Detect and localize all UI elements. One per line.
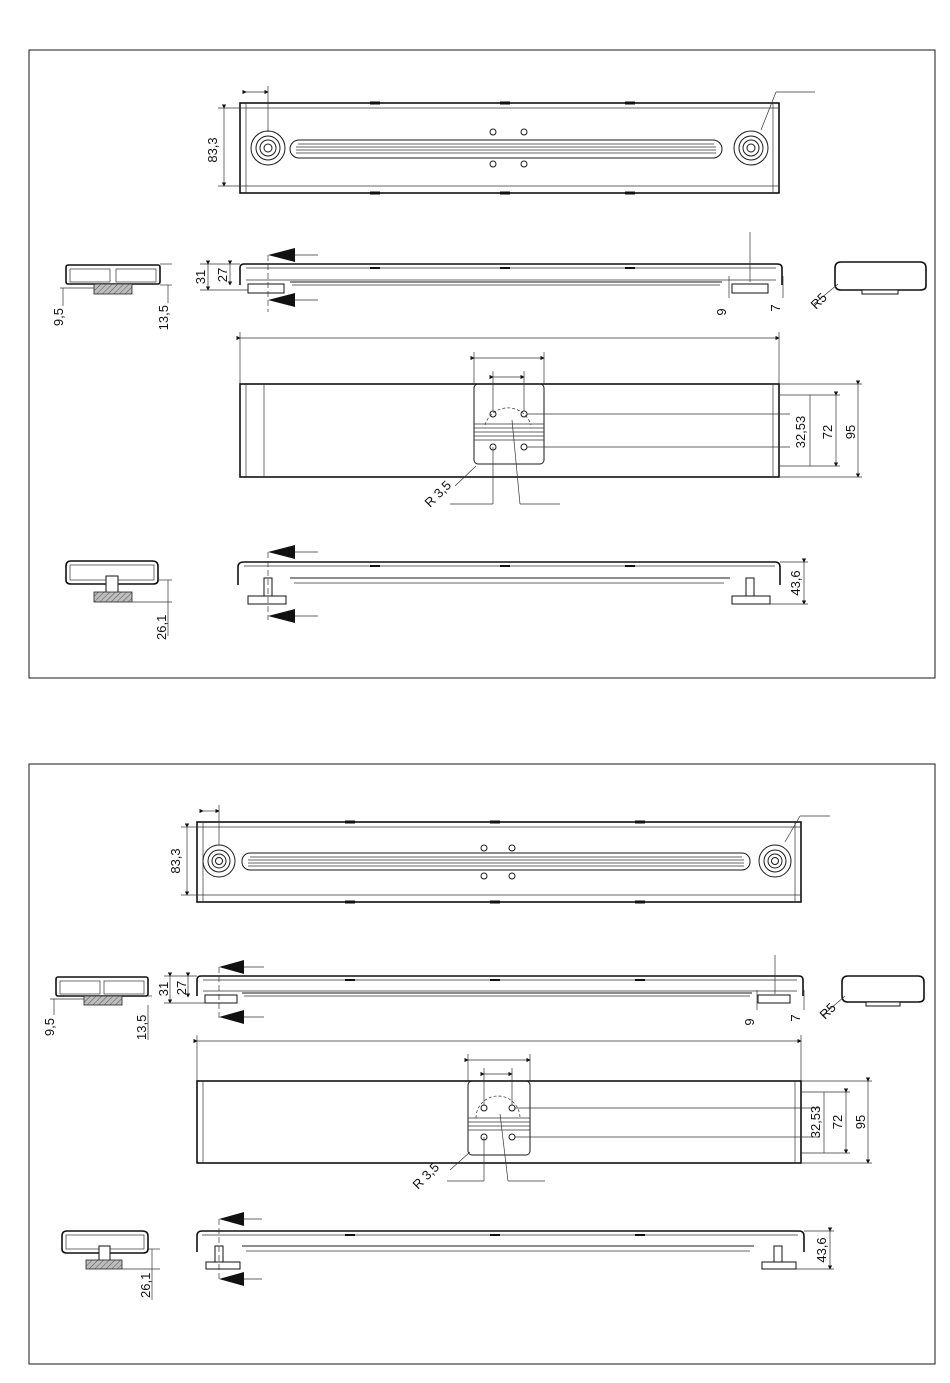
- dim-inner-width: 72: [820, 425, 835, 439]
- dim-height-total: 31: [193, 270, 208, 284]
- dim-base-offset: 9,5: [51, 308, 66, 326]
- dim-height-inner: 27: [174, 981, 189, 995]
- dim-gap-right: 9: [742, 1018, 757, 1025]
- dim-edge-right: 7: [788, 1014, 803, 1021]
- dim-width-left: 83,3: [205, 137, 220, 162]
- dim-height-total: 31: [156, 982, 171, 996]
- dim-hole-radius: R 3,5: [422, 478, 455, 511]
- dim-base-offset: 9,5: [42, 1018, 57, 1036]
- dim-outer-width: 95: [843, 425, 858, 439]
- dim-hole-radius: R 3,5: [410, 1160, 443, 1193]
- dim-gap-right: 9: [714, 308, 729, 315]
- dim-side-height: 26,1: [138, 1273, 153, 1298]
- sheet-frame: [29, 764, 935, 1364]
- bottom-view: 32,53 72 95 R 3,5: [197, 1035, 872, 1192]
- dim-hole-spacing: 32,53: [793, 416, 808, 449]
- drawing-sheet-1: 83,3 9,5 13,5: [29, 50, 935, 678]
- dim-width-left: 83,3: [168, 848, 183, 873]
- dim-corner-radius: R5: [817, 1000, 839, 1022]
- dim-outer-width: 95: [853, 1115, 868, 1129]
- dim-side-height: 26,1: [154, 615, 169, 640]
- dim-foot-height: 13,5: [134, 1015, 149, 1040]
- dim-height-inner: 27: [215, 268, 230, 282]
- top-view: 83,3: [168, 805, 830, 902]
- top-view: 83,3: [205, 86, 815, 193]
- drawing-sheet-2: 83,3 9,5 13,5: [29, 764, 935, 1364]
- dim-total-height: 43,6: [814, 1237, 829, 1262]
- side-view: 9,5 13,5 31 27: [51, 232, 926, 330]
- dim-hole-spacing: 32,53: [808, 1106, 823, 1139]
- side-view: 9,5 13,5 31 27 9: [42, 955, 924, 1040]
- lower-side-view: 26,1 43,6: [66, 545, 808, 640]
- dim-foot-height: 13,5: [156, 305, 171, 330]
- dim-inner-width: 72: [830, 1115, 845, 1129]
- dim-total-height: 43,6: [788, 570, 803, 595]
- lower-side-view: 26,1 43,6: [62, 1212, 834, 1300]
- dim-edge-right: 7: [768, 304, 783, 311]
- bottom-view: 32,53 72 95 R 3,5: [240, 332, 862, 510]
